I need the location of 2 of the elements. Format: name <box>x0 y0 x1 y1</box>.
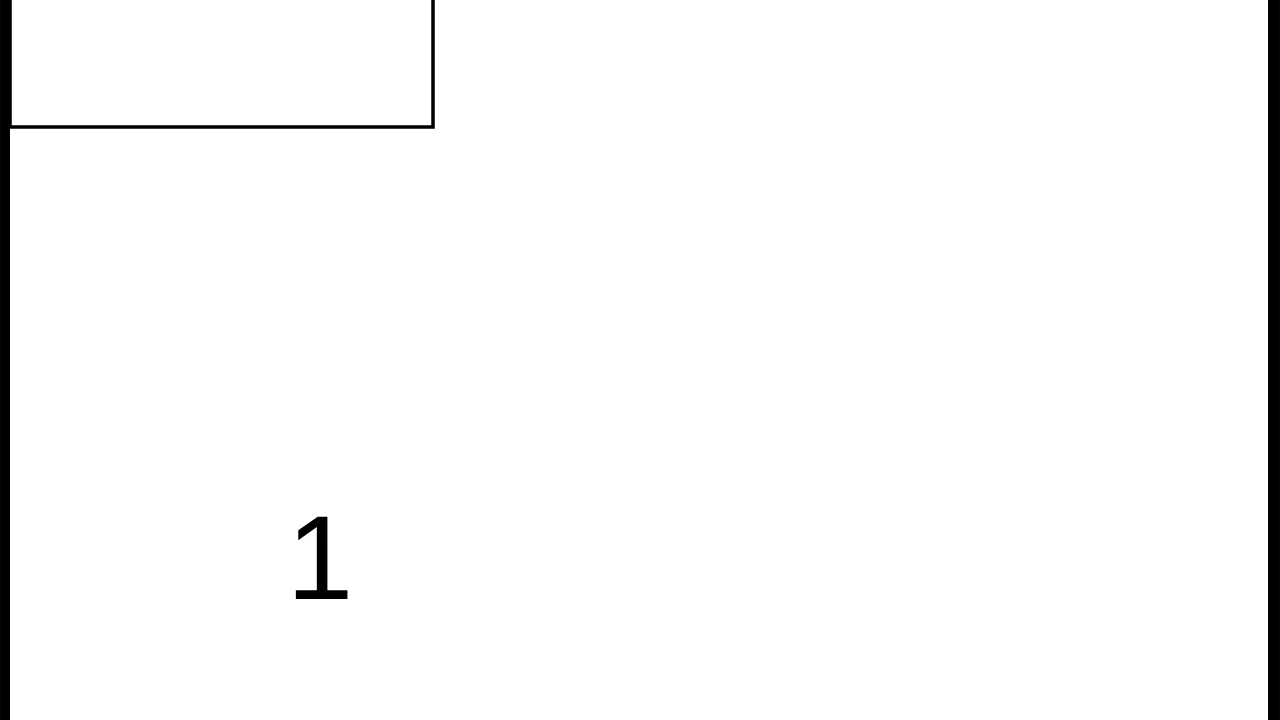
number-label: 1 <box>295 516 348 600</box>
box <box>8 0 435 129</box>
